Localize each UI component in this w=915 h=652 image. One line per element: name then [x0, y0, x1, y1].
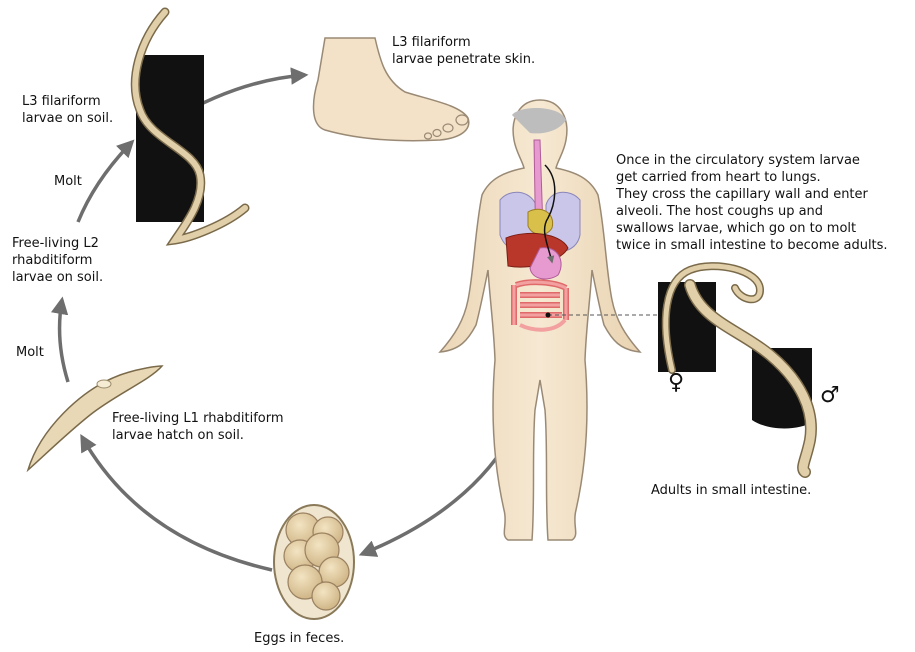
label-circulatory-description: Once in the circulatory system larvae ge…: [616, 153, 888, 253]
label-molt-top: Molt: [54, 174, 82, 189]
label-l3-on-soil: L3 filariform larvae on soil.: [22, 94, 114, 126]
label-l2-on-soil: Free-living L2 rhabditiform larvae on so…: [12, 236, 104, 285]
arrow-eggs-to-l1: [80, 433, 273, 572]
arrow-l1-to-l2: [50, 296, 70, 383]
label-l1-hatch: Free-living L1 rhabditiform larvae hatch…: [112, 411, 284, 443]
l3-larva-image: [130, 7, 250, 246]
label-molt-bottom: Molt: [16, 345, 44, 360]
male-symbol-icon: ♂: [820, 383, 840, 408]
human-body-image: [438, 99, 660, 541]
female-symbol-icon: ♀: [668, 370, 685, 395]
label-l3-penetrate-skin: L3 filariform larvae penetrate skin.: [392, 35, 536, 67]
label-adults-small-intestine: Adults in small intestine.: [651, 483, 812, 498]
arrow-molt-to-l3: [76, 139, 135, 223]
l1-larva-image: [26, 365, 164, 473]
label-eggs-in-feces: Eggs in feces.: [254, 631, 345, 646]
adult-worms-image: [658, 262, 817, 478]
foot-image: [312, 37, 470, 142]
egg-image: [273, 504, 355, 620]
